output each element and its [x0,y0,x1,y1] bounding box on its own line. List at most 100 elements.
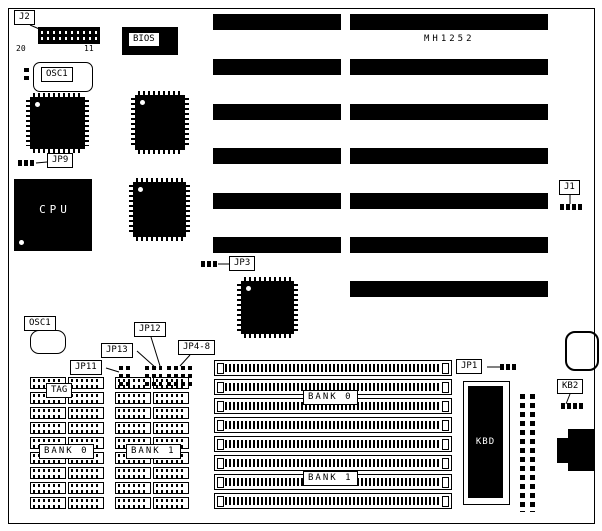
expansion-slot-segment [350,104,548,120]
kbd-chip: KBD [468,386,503,498]
dip-column [115,377,151,509]
simm-socket-group [214,360,452,509]
dip-column [68,377,104,509]
pin-fringe [237,284,241,331]
dip-socket [153,482,189,494]
pin-fringe [136,178,183,182]
ic-chip [237,277,298,338]
jp9-label: JP9 [47,153,74,168]
dip-socket [68,467,104,479]
dip-socket [68,392,104,404]
pin1-marker [140,100,145,105]
dip-socket [115,482,151,494]
cpu-label: CPU [39,203,71,216]
kbd-socket-outline [463,381,510,505]
board-model: MH1252 [424,34,475,44]
dip-bank0-label: BANK 0 [39,444,94,459]
expansion-slot-segment [213,237,341,253]
jp4-8-label: JP4-8 [178,340,216,355]
bios-label: BIOS [128,32,160,47]
dip-socket [153,497,189,509]
dip-socket [115,377,151,389]
pin-header-strip [519,394,536,512]
dip-socket [153,392,189,404]
expansion-slot-segment [213,148,341,164]
simm-socket [214,436,452,452]
pin-fringe [33,149,82,153]
jp3-jumper [201,261,217,267]
jp1-jumper [500,364,516,370]
kb2-label: KB2 [557,379,584,394]
j2-pin20-text: 20 [16,44,26,53]
jp11-label: JP11 [70,360,102,375]
jp13-label: JP13 [101,343,133,358]
pin-fringe [244,277,291,281]
simm-bank1-label: BANK 1 [303,471,358,486]
expansion-slot-segment [213,14,341,30]
pin-fringe [26,100,30,146]
simm-socket [214,493,452,509]
dip-socket [30,482,66,494]
dip-socket [115,392,151,404]
dip-socket [115,422,151,434]
cpu-chip: CPU [14,179,92,251]
pin-fringe [244,334,291,338]
tag-label: TAG [46,383,73,398]
pin-fringe [33,93,82,97]
dip-bank1-label: BANK 1 [126,444,181,459]
expansion-slot-segment [350,237,548,253]
dip-socket [30,497,66,509]
ic-chip [131,91,189,154]
power-connector-tab [557,438,569,463]
j2-connector [38,27,100,44]
expansion-slot-segment [350,59,548,75]
pin-fringe [129,185,133,234]
board-outline [8,8,595,524]
dip-socket [68,377,104,389]
pin-fringe [136,237,183,241]
dip-socket [115,497,151,509]
dip-socket [68,422,104,434]
keyboard-din-connector [565,331,599,371]
dip-socket [153,467,189,479]
pin1-marker [246,286,251,291]
pin-fringe [294,284,298,331]
pin-fringe [138,150,182,154]
pin-fringe [186,185,190,234]
kbd-label: KBD [475,437,496,447]
kb2-jumper [561,403,583,409]
jp1-label: JP1 [456,359,483,374]
pin1-marker [19,240,24,245]
pin1-marker [35,102,40,107]
j2-pin11-text: 11 [84,44,94,53]
dip-socket [153,407,189,419]
simm-bank0-label: BANK 0 [303,390,358,405]
pin-fringe [185,98,189,147]
ic-chip [129,178,190,241]
jp12-label: JP12 [134,322,166,337]
expansion-slot-segment [213,104,341,120]
oscillator-left-outline [30,330,66,354]
expansion-slot-segment [213,193,341,209]
jp9-jumper [18,160,34,166]
expansion-slot-segment [350,281,548,297]
dip-socket [153,422,189,434]
dip-socket [30,422,66,434]
expansion-slot-segment [350,14,548,30]
simm-socket [214,455,452,471]
osc1-top-label: OSC1 [41,67,73,82]
j2-label: J2 [14,10,35,25]
dip-socket [30,407,66,419]
dip-socket [153,377,189,389]
expansion-slot-segment [350,148,548,164]
oscillator-pin [24,68,29,72]
dip-socket [115,407,151,419]
pin-fringe [131,98,135,147]
power-connector [568,429,594,471]
dip-socket [68,497,104,509]
simm-socket [214,360,452,376]
dip-column [153,377,189,509]
simm-socket [214,417,452,433]
jp3-label: JP3 [229,256,256,271]
